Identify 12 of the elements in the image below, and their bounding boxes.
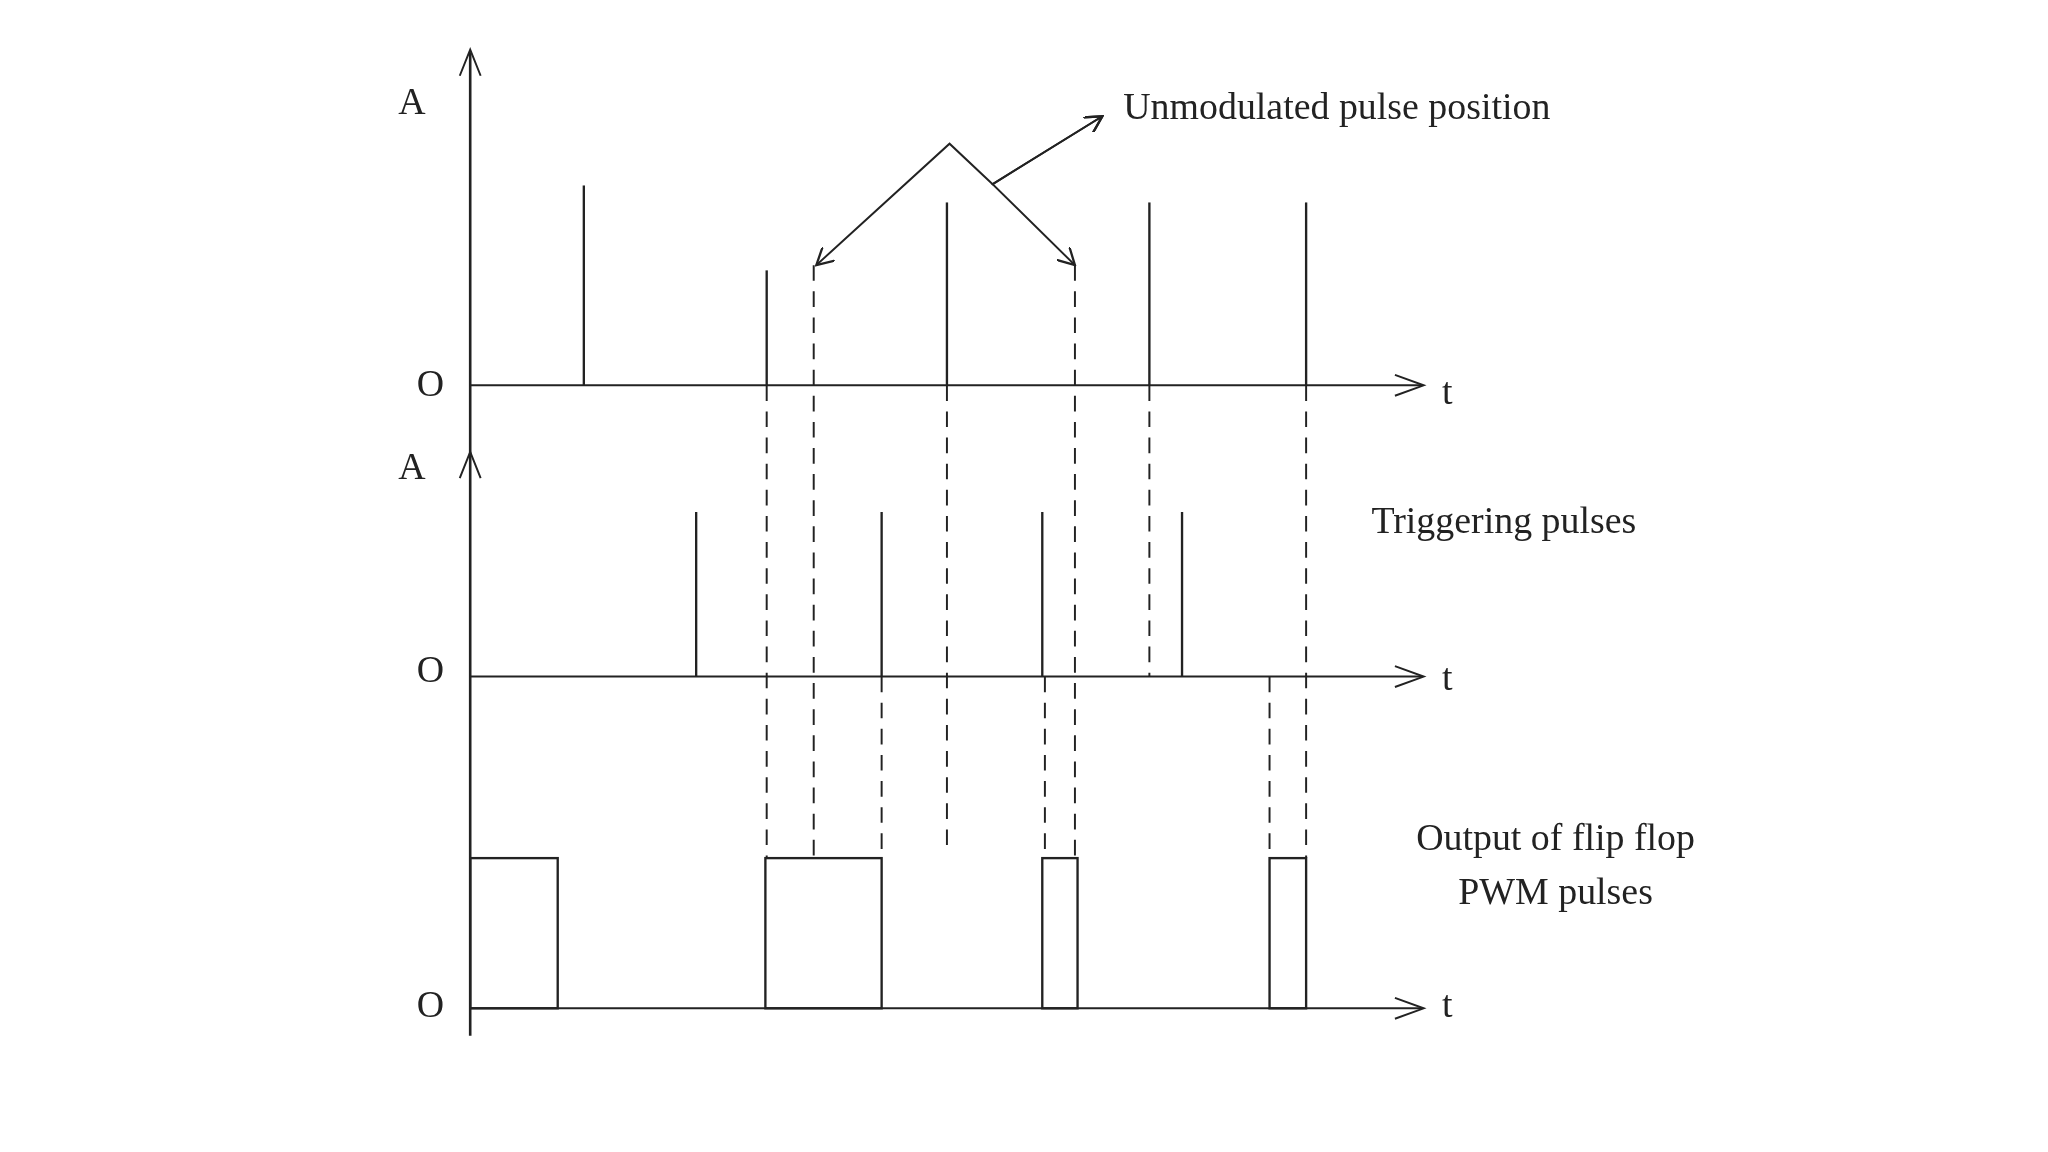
origin-label: O <box>416 360 444 405</box>
axis-label: t <box>1441 982 1453 1027</box>
origin-label: O <box>416 646 444 691</box>
waveform-label: Output of flip flop PWM pulses <box>1415 815 1696 914</box>
axis-label: t <box>1441 654 1453 699</box>
axis-label: A <box>398 78 426 123</box>
annotation-text: Unmodulated pulse position <box>1123 83 1551 128</box>
origin-label: O <box>416 982 444 1027</box>
leader-arrow <box>991 115 1104 267</box>
axis-label: t <box>1441 368 1453 413</box>
waveform-label: Triggering pulses <box>1371 497 1637 543</box>
axis-label: A <box>398 444 426 489</box>
